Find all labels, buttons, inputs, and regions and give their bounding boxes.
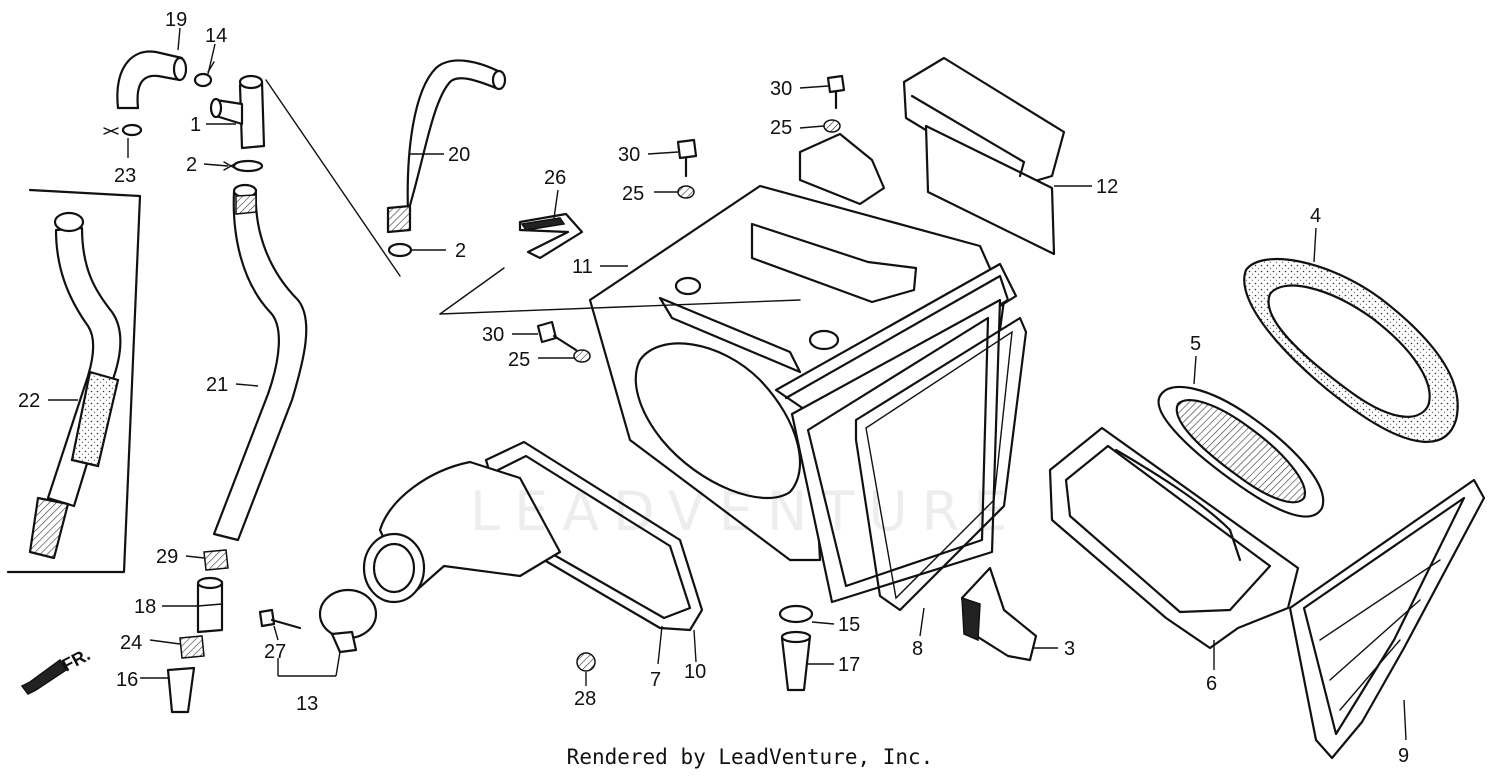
- washer-25-top: [823, 119, 841, 133]
- callout-20: 20: [448, 144, 470, 166]
- callout-29: 29: [156, 546, 178, 568]
- callout-25c: 25: [508, 349, 530, 371]
- hose-19: [116, 50, 188, 110]
- callout-10: 10: [684, 661, 706, 683]
- callout-17: 17: [838, 654, 860, 676]
- t-joint-1: [209, 74, 266, 150]
- callout-30c: 30: [482, 324, 504, 346]
- front-arrow: [20, 658, 68, 695]
- callout-22: 22: [18, 390, 40, 412]
- cap-16: [166, 666, 196, 714]
- screw-27: [258, 608, 302, 630]
- callout-2b: 2: [455, 240, 466, 262]
- callout-7: 7: [650, 669, 661, 691]
- callout-19: 19: [165, 9, 187, 31]
- clip-23: [103, 123, 143, 137]
- holder-6: [1048, 426, 1300, 650]
- callout-25a: 25: [770, 117, 792, 139]
- joint-18: [196, 576, 224, 634]
- callout-2a: 2: [186, 154, 197, 176]
- callout-6: 6: [1206, 673, 1217, 695]
- clamp-13: [318, 588, 378, 654]
- callout-15: 15: [838, 614, 860, 636]
- washer-25-mid: [677, 185, 695, 199]
- callout-30a: 30: [770, 78, 792, 100]
- callout-25b: 25: [622, 183, 644, 205]
- callout-30b: 30: [618, 144, 640, 166]
- callout-13: 13: [296, 693, 318, 715]
- air-cleaner-case-11: [588, 132, 1018, 604]
- cover-12: [902, 56, 1066, 256]
- callout-4: 4: [1310, 205, 1321, 227]
- bracket-3: [960, 566, 1038, 662]
- callout-12: 12: [1096, 176, 1118, 198]
- clip-2-upper: [387, 242, 413, 258]
- bracket-26: [518, 212, 584, 260]
- holder-5: [1157, 385, 1325, 518]
- clip-14: [193, 61, 215, 88]
- gasket-8: [854, 316, 1028, 612]
- callout-23: 23: [114, 165, 136, 187]
- callout-9: 9: [1398, 745, 1409, 767]
- leader-lines: [48, 27, 1407, 741]
- callout-3: 3: [1064, 638, 1075, 660]
- clip-2-lower: [223, 159, 264, 173]
- nut-28: [576, 652, 596, 672]
- callout-26: 26: [544, 167, 566, 189]
- element-4: [1243, 258, 1459, 443]
- callout-28: 28: [574, 688, 596, 710]
- cover-9: [1288, 478, 1486, 760]
- callout-11: 11: [572, 256, 593, 278]
- clamp-24: [179, 635, 205, 659]
- bolt-30-mid: [676, 138, 698, 178]
- credit-line: Rendered by LeadVenture, Inc.: [566, 745, 934, 769]
- hose-21: [212, 183, 308, 542]
- callout-8: 8: [912, 638, 923, 660]
- hose-22-box: [6, 188, 142, 574]
- callout-16: 16: [116, 669, 138, 691]
- callout-24: 24: [120, 632, 142, 654]
- clamp-29: [203, 549, 229, 571]
- callout-5: 5: [1190, 333, 1201, 355]
- bolt-30-low: [536, 320, 578, 352]
- callout-1: 1: [190, 114, 201, 136]
- connecting-tube-7: [362, 440, 704, 632]
- callout-labels: 19 14 1 23 2 2 20 22 21 29 18 24 16 27 1…: [18, 9, 1409, 767]
- callout-21: 21: [206, 374, 228, 396]
- callout-27: 27: [264, 641, 286, 663]
- washer-25-low: [573, 349, 591, 363]
- hose-20: [386, 59, 507, 234]
- callout-14: 14: [205, 25, 227, 47]
- cap-17: [780, 630, 812, 692]
- bolt-30-top: [826, 74, 846, 110]
- cap-15: [778, 604, 814, 624]
- callout-18: 18: [134, 596, 156, 618]
